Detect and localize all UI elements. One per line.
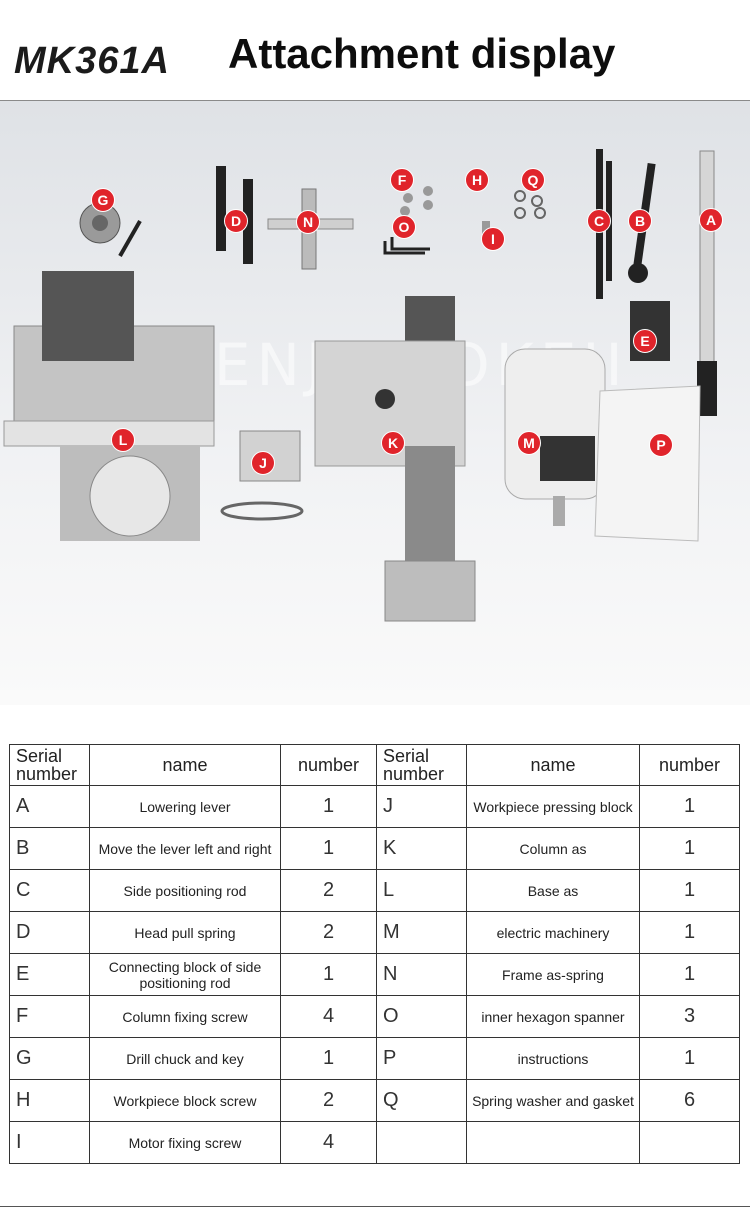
name-cell: electric machinery xyxy=(466,911,640,954)
number-cell: 2 xyxy=(280,911,377,954)
table-header-row: Serial number name number Serial number … xyxy=(9,744,740,786)
serial-cell: P xyxy=(376,1037,467,1080)
number-cell: 1 xyxy=(280,827,377,870)
label-f: F xyxy=(390,168,414,192)
label-i: I xyxy=(481,227,505,251)
number-cell: 2 xyxy=(280,1079,377,1122)
name-cell: Motor fixing screw xyxy=(89,1121,281,1164)
number-cell: 1 xyxy=(639,869,740,912)
page-title: Attachment display xyxy=(228,30,616,77)
name-cell: Lowering lever xyxy=(89,785,281,828)
serial-cell: Q xyxy=(376,1079,467,1122)
name-cell: Connecting block of side positioning rod xyxy=(89,953,281,996)
serial-cell: H xyxy=(9,1079,90,1122)
label-a: A xyxy=(699,208,723,232)
header-number: number xyxy=(639,744,740,786)
name-cell xyxy=(466,1121,640,1164)
serial-cell: L xyxy=(376,869,467,912)
header-serial-number: Serial number xyxy=(9,744,90,786)
number-cell: 1 xyxy=(639,1037,740,1080)
serial-cell: M xyxy=(376,911,467,954)
number-cell: 4 xyxy=(280,1121,377,1164)
serial-cell xyxy=(376,1121,467,1164)
name-cell: Column as xyxy=(466,827,640,870)
serial-cell: F xyxy=(9,995,90,1038)
name-cell: inner hexagon spanner xyxy=(466,995,640,1038)
serial-cell: A xyxy=(9,785,90,828)
name-cell: Head pull spring xyxy=(89,911,281,954)
label-h: H xyxy=(465,168,489,192)
serial-cell: O xyxy=(376,995,467,1038)
serial-cell: E xyxy=(9,953,90,996)
number-cell: 1 xyxy=(639,911,740,954)
serial-cell: C xyxy=(9,869,90,912)
header-name: name xyxy=(89,744,281,786)
attachment-photo: SHENJIAAOKEJI xyxy=(0,101,750,705)
number-cell: 1 xyxy=(280,1037,377,1080)
name-cell: Move the lever left and right xyxy=(89,827,281,870)
parts-table: Serial number name number Serial number … xyxy=(9,744,740,1164)
bottom-divider xyxy=(0,1206,750,1207)
header-number: number xyxy=(280,744,377,786)
header-name: name xyxy=(466,744,640,786)
name-cell: instructions xyxy=(466,1037,640,1080)
serial-cell: D xyxy=(9,911,90,954)
name-cell: Workpiece block screw xyxy=(89,1079,281,1122)
serial-cell: G xyxy=(9,1037,90,1080)
number-cell: 4 xyxy=(280,995,377,1038)
label-j: J xyxy=(251,451,275,475)
header-serial-number: Serial number xyxy=(376,744,467,786)
label-p: P xyxy=(649,433,673,457)
number-cell: 1 xyxy=(280,953,377,996)
name-cell: Base as xyxy=(466,869,640,912)
number-cell: 6 xyxy=(639,1079,740,1122)
name-cell: Spring washer and gasket xyxy=(466,1079,640,1122)
name-cell: Drill chuck and key xyxy=(89,1037,281,1080)
label-b: B xyxy=(628,209,652,233)
number-cell: 1 xyxy=(280,785,377,828)
label-k: K xyxy=(381,431,405,455)
header: MK361A Attachment display xyxy=(0,0,750,101)
number-cell: 3 xyxy=(639,995,740,1038)
serial-cell: K xyxy=(376,827,467,870)
number-cell: 1 xyxy=(639,827,740,870)
name-cell: Workpiece pressing block xyxy=(466,785,640,828)
parts-illustration xyxy=(3,149,717,622)
label-e: E xyxy=(633,329,657,353)
label-n: N xyxy=(296,210,320,234)
number-cell: 1 xyxy=(639,785,740,828)
label-d: D xyxy=(224,209,248,233)
serial-cell: I xyxy=(9,1121,90,1164)
name-cell: Frame as-spring xyxy=(466,953,640,996)
number-cell: 2 xyxy=(280,869,377,912)
number-cell: 1 xyxy=(639,953,740,996)
label-c: C xyxy=(587,209,611,233)
serial-cell: J xyxy=(376,785,467,828)
model-number: MK361A xyxy=(14,40,170,82)
label-q: Q xyxy=(521,168,545,192)
label-m: M xyxy=(517,431,541,455)
label-g: G xyxy=(91,188,115,212)
label-l: L xyxy=(111,428,135,452)
label-o: O xyxy=(392,215,416,239)
serial-cell: B xyxy=(9,827,90,870)
number-cell xyxy=(639,1121,740,1164)
name-cell: Column fixing screw xyxy=(89,995,281,1038)
name-cell: Side positioning rod xyxy=(89,869,281,912)
serial-cell: N xyxy=(376,953,467,996)
